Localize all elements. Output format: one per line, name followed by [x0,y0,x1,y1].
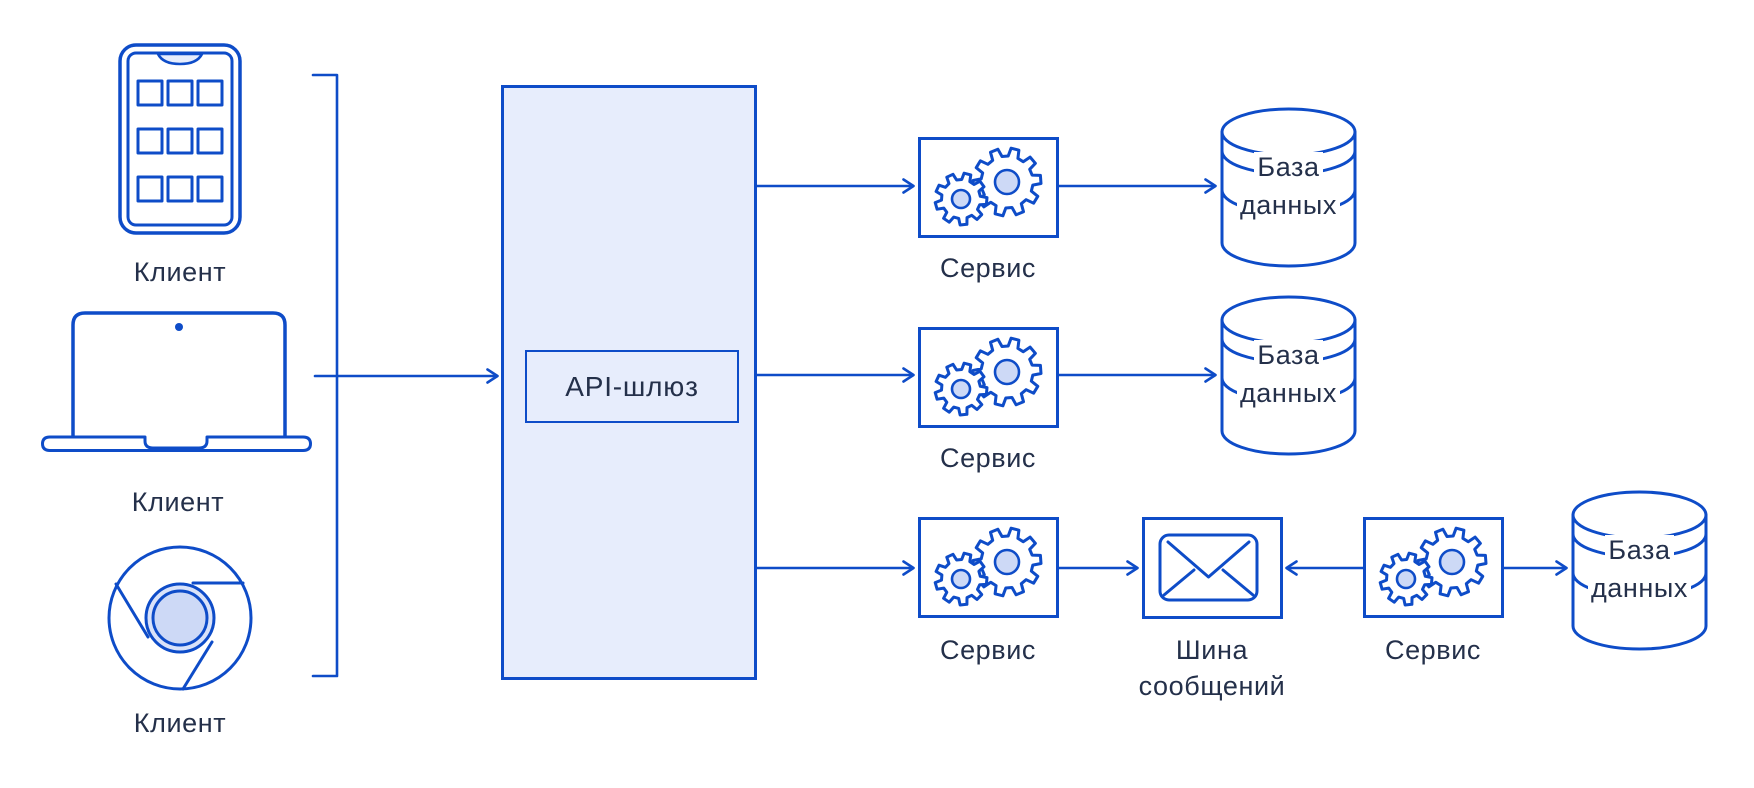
service-node-1 [918,137,1059,238]
service-node-4 [1363,517,1504,618]
database-label-2: База данных [1220,336,1357,412]
client-label-mobile: Клиент [133,257,227,287]
client-node-browser [105,543,255,693]
browser-icon [107,545,253,691]
api-gateway-node: API-шлюз [501,85,757,680]
service-label-1: Сервис [939,253,1037,283]
gears-icon [1378,526,1488,607]
message-bus-node [1142,517,1283,619]
message-bus-label: Шина сообщений [1138,635,1286,701]
api-gateway-label: API-шлюз [565,370,699,402]
gears-icon [933,336,1043,417]
service-label-2: Сервис [939,443,1037,473]
client-label-laptop: Клиент [131,487,225,517]
database-node-2: База данных [1220,294,1357,456]
service-node-2 [918,327,1059,428]
smartphone-icon [118,43,242,235]
database-node-1: База данных [1220,106,1357,268]
api-gateway-label-box: API-шлюз [525,350,739,423]
client-node-laptop [41,311,312,453]
gears-icon [933,146,1043,227]
database-node-3: База данных [1571,489,1708,651]
service-label-4: Сервис [1384,635,1482,665]
service-label-3: Сервис [939,635,1037,665]
laptop-icon [41,311,312,452]
client-label-browser: Клиент [133,708,227,738]
client-node-mobile [118,43,242,235]
envelope-icon [1158,533,1259,602]
gears-icon [933,526,1043,607]
database-label-1: База данных [1220,148,1357,224]
service-node-3 [918,517,1059,618]
database-label-3: База данных [1571,531,1708,607]
